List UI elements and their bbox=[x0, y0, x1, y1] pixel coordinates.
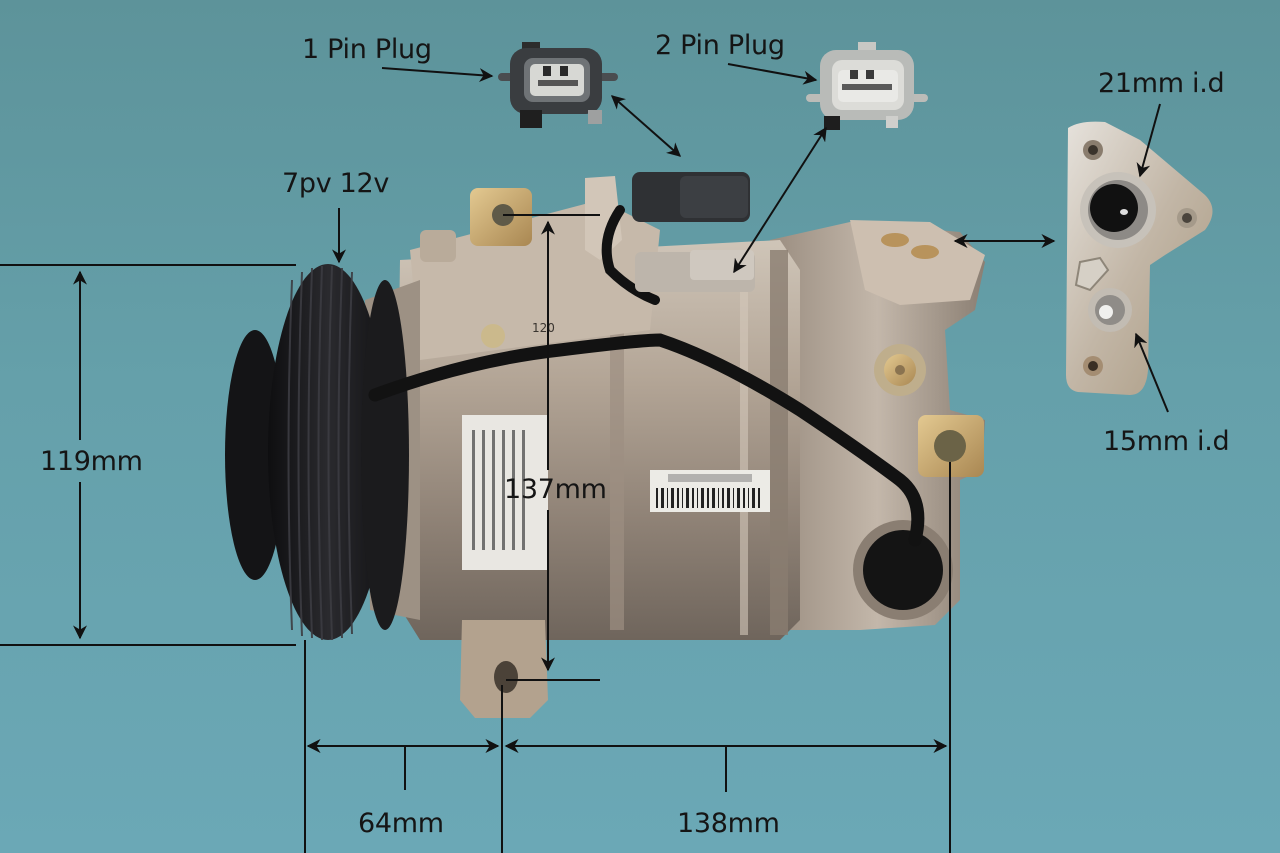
wire-harness bbox=[368, 205, 925, 547]
pulley-spec-label: 7pv 12v bbox=[282, 168, 390, 199]
mounted-plug-dark bbox=[632, 172, 750, 222]
annotation-lines bbox=[0, 63, 1169, 853]
mounted-plug-light bbox=[635, 250, 755, 292]
small-port-arrow bbox=[1134, 332, 1169, 413]
two-pin-plug-label: 2 Pin Plug bbox=[655, 30, 785, 61]
one-pin-plug-image bbox=[498, 42, 618, 128]
one-pin-plug-label: 1 Pin Plug bbox=[302, 34, 432, 65]
pulley-diameter-label: 119mm bbox=[40, 446, 143, 477]
one-pin-plug-arrow bbox=[381, 67, 494, 83]
manifold-plate bbox=[1066, 121, 1213, 395]
compressor-body: 120 bbox=[365, 176, 985, 718]
two-pin-plug-arrow bbox=[727, 63, 818, 85]
two-pin-plug-image bbox=[806, 42, 928, 130]
large-port-label: 21mm i.d bbox=[1098, 68, 1225, 99]
mount-to-rear-label: 138mm bbox=[677, 808, 780, 839]
pulley-to-mount-label: 64mm bbox=[358, 808, 444, 839]
svg-text:120: 120 bbox=[532, 321, 555, 335]
large-port-arrow bbox=[1136, 103, 1161, 178]
small-port-label: 15mm i.d bbox=[1103, 426, 1230, 457]
mount-spacing-label: 137mm bbox=[504, 474, 607, 505]
pulley bbox=[225, 264, 409, 641]
one-pin-plug-link-arrow bbox=[610, 95, 682, 157]
two-pin-plug-link-arrow bbox=[733, 126, 827, 274]
